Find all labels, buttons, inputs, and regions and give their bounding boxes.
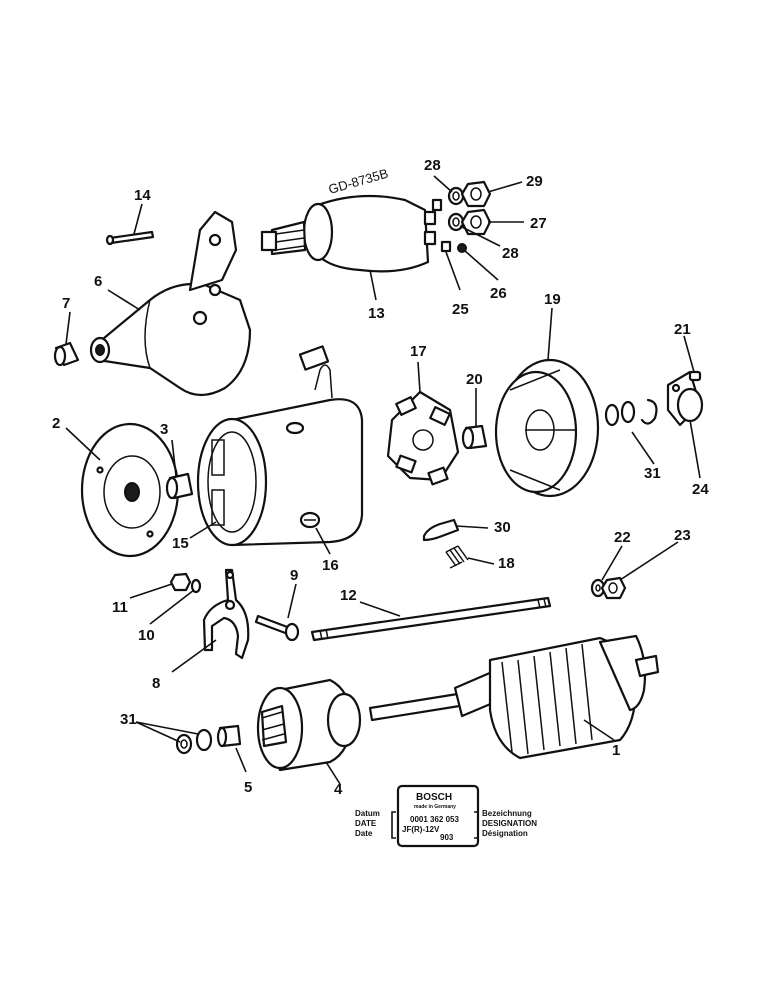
drawing-code-text: GD-8735B xyxy=(327,166,390,197)
callout-31-lower: 31 xyxy=(120,711,137,728)
callout-29: 29 xyxy=(526,173,543,190)
callout-10: 10 xyxy=(138,627,155,644)
part-24-end-cap xyxy=(666,370,704,427)
nameplate-brand: BOSCH xyxy=(416,792,452,803)
part-27-nut xyxy=(460,208,492,236)
leader-lines xyxy=(65,175,701,785)
callout-21: 21 xyxy=(674,321,691,338)
callout-4: 4 xyxy=(334,781,343,798)
callout-3: 3 xyxy=(160,421,168,438)
callout-28-upper: 28 xyxy=(424,157,441,174)
part-22-washer xyxy=(590,578,606,598)
callout-6: 6 xyxy=(94,273,102,290)
part-9-pivot-bolt xyxy=(254,614,300,642)
part-11-nut xyxy=(169,572,192,592)
callout-18: 18 xyxy=(498,555,515,572)
part-21-screw xyxy=(688,370,702,382)
part-7-bushing xyxy=(53,341,80,367)
callout-16: 16 xyxy=(322,557,339,574)
callout-12: 12 xyxy=(340,587,357,604)
part-1-armature xyxy=(368,634,660,760)
part-4-drive-pinion xyxy=(256,678,362,772)
callout-22: 22 xyxy=(614,529,631,546)
callout-8: 8 xyxy=(152,675,160,692)
part-16-screw xyxy=(299,511,321,529)
left-label-date-en: DATE xyxy=(355,819,377,828)
part-12-through-bolt xyxy=(310,596,552,642)
callout-19: 19 xyxy=(544,291,561,308)
callout-20: 20 xyxy=(466,371,483,388)
nameplate-date-code: 903 xyxy=(440,833,454,842)
part-15-field-frame xyxy=(196,345,364,547)
right-label-designation-en: DESIGNATION xyxy=(482,819,537,828)
part-18-spring xyxy=(445,545,469,569)
callout-13: 13 xyxy=(368,305,385,322)
callout-27: 27 xyxy=(530,215,547,232)
part-23-nut xyxy=(600,576,627,600)
part-14-bolt xyxy=(105,230,155,246)
part-13-solenoid: GD-8735B xyxy=(260,166,443,273)
part-8-shift-lever xyxy=(202,568,250,660)
part-6-drive-end-housing xyxy=(89,210,252,397)
callout-numbers: 1 2 3 4 5 6 7 8 9 10 11 12 13 14 15 16 1… xyxy=(52,157,709,798)
part-25-nut-small xyxy=(440,240,452,253)
callout-26: 26 xyxy=(490,285,507,302)
part-5-bushing xyxy=(216,724,242,748)
callout-28-lower: 28 xyxy=(502,245,519,262)
callout-2: 2 xyxy=(52,415,60,432)
callout-25: 25 xyxy=(452,301,469,318)
left-label-datum: Datum xyxy=(355,809,380,818)
part-31-shims-lower xyxy=(175,728,213,755)
part-30-brush xyxy=(422,518,460,542)
part-2-end-plate xyxy=(80,422,180,558)
left-label-date-fr: Date xyxy=(355,829,373,838)
part-3-bushing xyxy=(165,472,194,500)
callout-9: 9 xyxy=(290,567,298,584)
callout-1: 1 xyxy=(612,742,620,759)
callout-5: 5 xyxy=(244,779,252,796)
callout-11: 11 xyxy=(112,599,128,616)
part-17-brush-holder xyxy=(386,390,460,486)
part-31-shims-upper xyxy=(604,398,658,427)
nameplate-rating: JF(R)-12V xyxy=(402,825,440,834)
part-20-bushing xyxy=(461,424,488,450)
bosch-nameplate: BOSCH made in Germany 0001 362 053 JF(R)… xyxy=(355,784,537,848)
part-10-washer xyxy=(190,578,202,594)
callout-31-upper: 31 xyxy=(644,465,661,482)
callout-23: 23 xyxy=(674,527,691,544)
right-label-bezeichnung: Bezeichnung xyxy=(482,809,532,818)
nameplate-brand-sub: made in Germany xyxy=(414,804,456,810)
part-19-commutator-cover xyxy=(494,358,600,498)
nameplate-part-number: 0001 362 053 xyxy=(410,815,459,824)
right-label-designation-fr: Désignation xyxy=(482,829,528,838)
callout-15: 15 xyxy=(172,535,189,552)
callout-7: 7 xyxy=(62,295,70,312)
part-29-nut xyxy=(460,180,492,208)
callout-17: 17 xyxy=(410,343,427,360)
callout-14: 14 xyxy=(134,187,151,204)
callout-30: 30 xyxy=(494,519,511,536)
callout-24: 24 xyxy=(692,481,709,498)
